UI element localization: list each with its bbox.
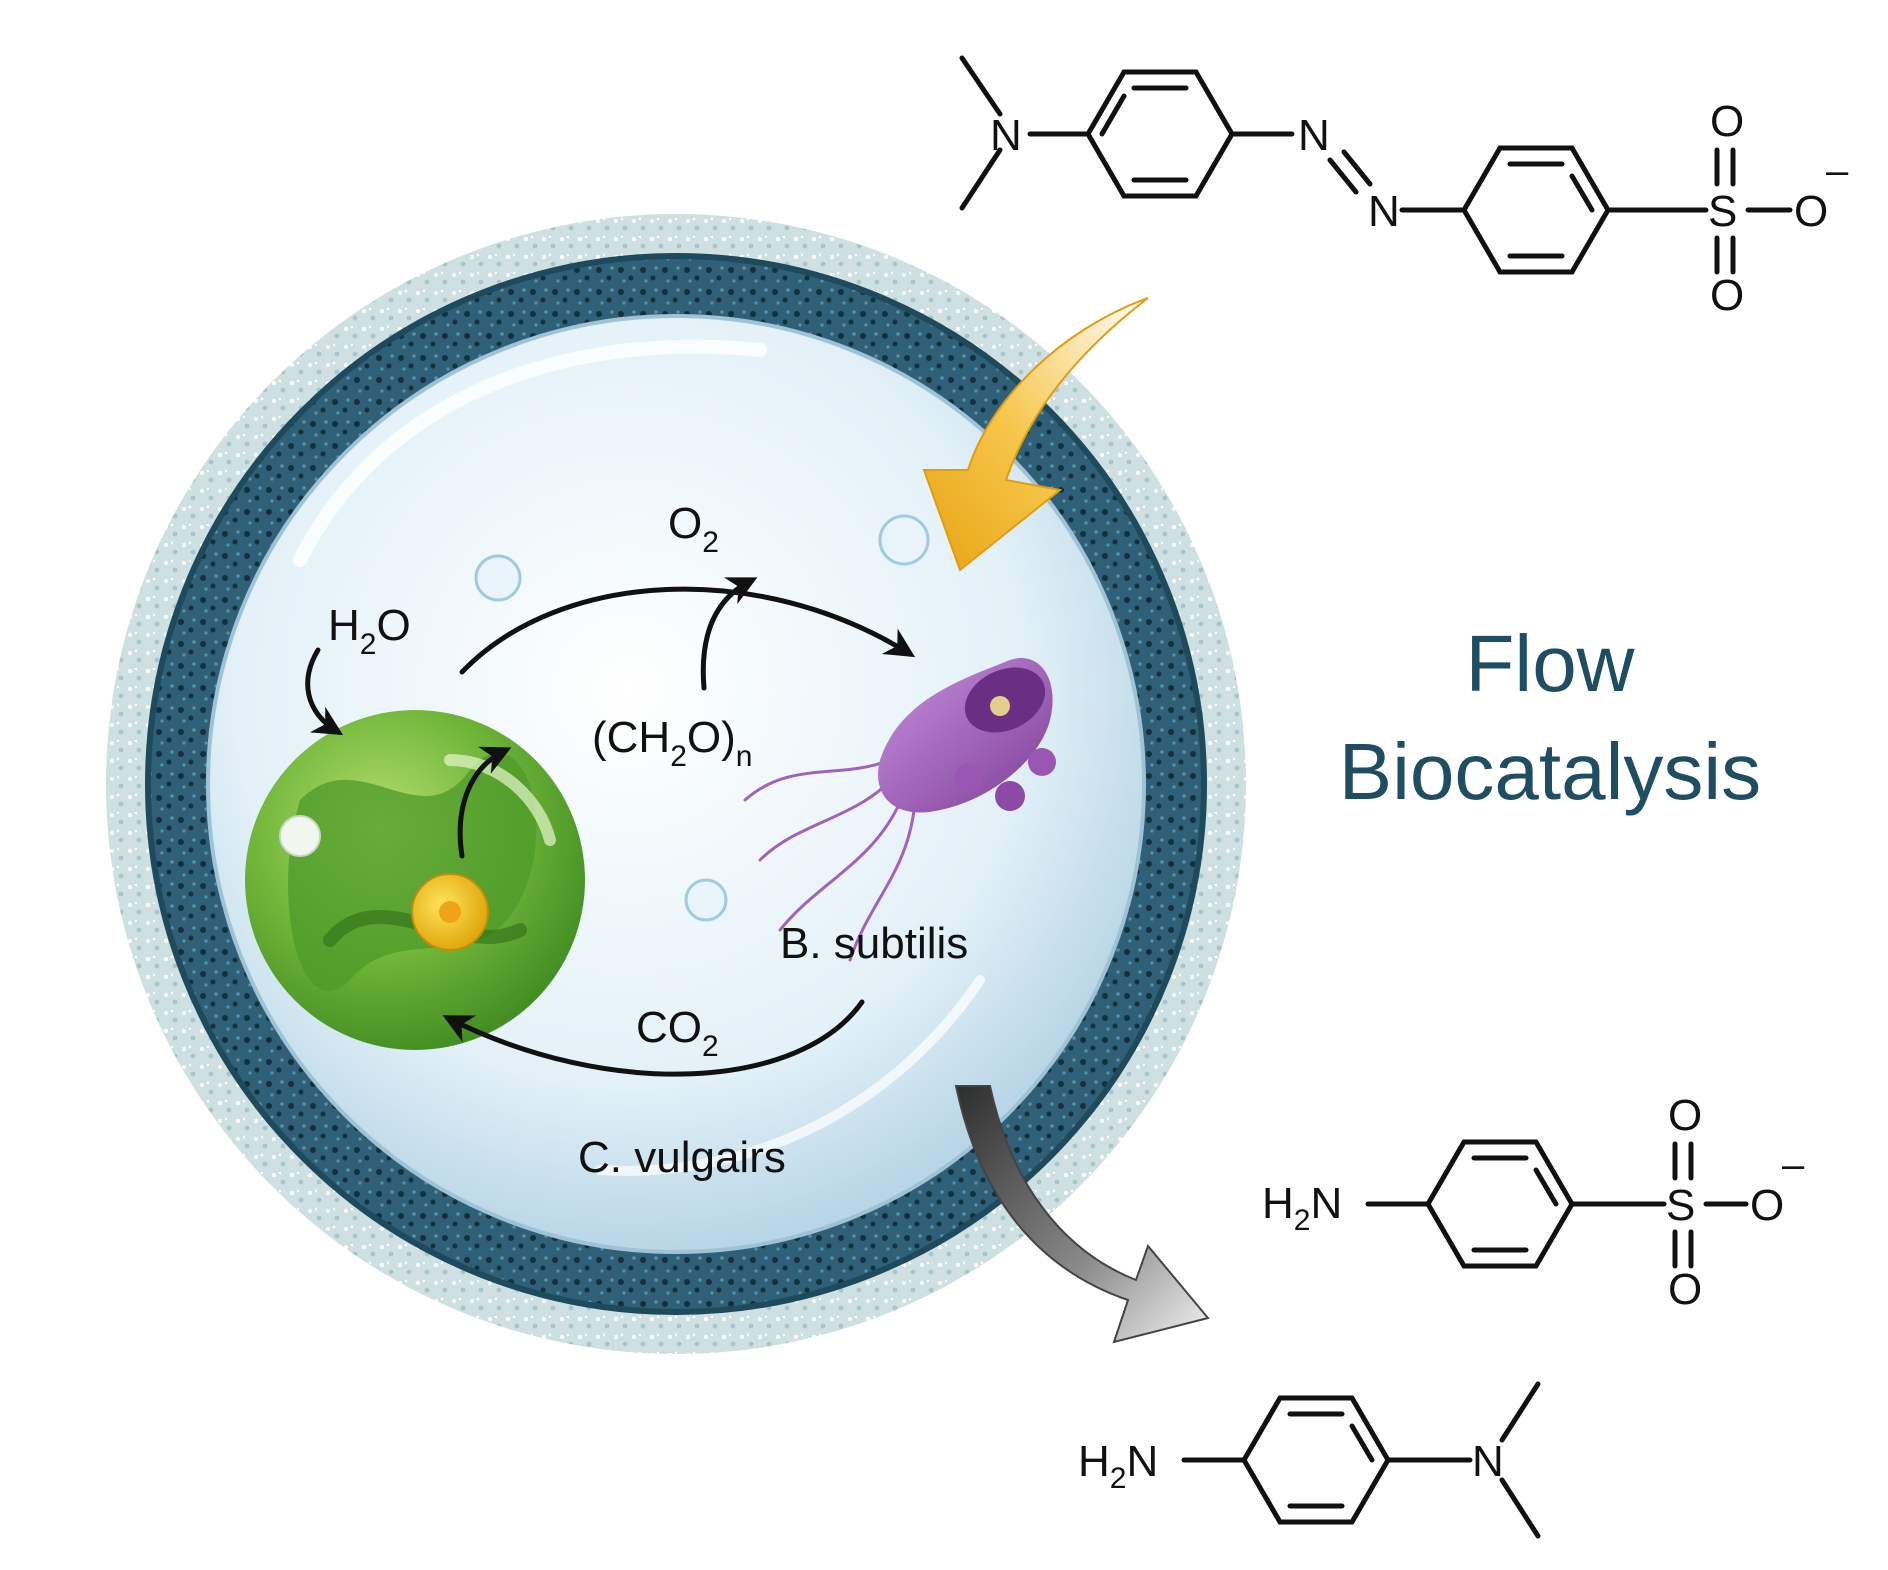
bacterium-granule (990, 696, 1010, 716)
bond (1569, 173, 1595, 213)
atom-o-minus: O (1794, 187, 1828, 236)
bond (959, 55, 1003, 117)
algae-vacuole (279, 815, 321, 857)
algae-cell (245, 710, 585, 1050)
benzene-ring (1461, 145, 1611, 275)
molecule-methyl-orange: N N N S O O O – (959, 55, 1849, 320)
bond (1499, 1477, 1541, 1539)
capsule-shell-edge (145, 253, 1207, 1315)
bond (1499, 1381, 1541, 1443)
bond (1533, 1167, 1559, 1207)
atom-n: N (1472, 1437, 1504, 1486)
molecule-dimethyl-phenylenediamine: H2N N (1078, 1381, 1541, 1539)
inflow-arrow-shape (922, 297, 1149, 572)
cycle-arrows (305, 577, 916, 1077)
air-bubble (684, 878, 728, 922)
title-line-flow: Flow (1465, 619, 1635, 708)
air-bubble (878, 514, 930, 566)
atom-o: O (1668, 1265, 1702, 1314)
label-c-vulgaris: C. vulgairs (578, 1133, 786, 1182)
atom-h2n: H2N (1078, 1437, 1158, 1495)
benzene-ring (1425, 1139, 1575, 1269)
inflow-arrow (922, 297, 1149, 572)
atom-n: N (1298, 111, 1330, 160)
label-h2o: H2O (328, 601, 411, 661)
bond (959, 147, 1003, 211)
bacterium (743, 658, 1056, 962)
title-line-biocatalysis: Biocatalysis (1338, 727, 1762, 816)
bubble-reflection (595, 975, 985, 1176)
bacterium-spore (995, 781, 1025, 811)
atom-h2n: H2N (1262, 1179, 1342, 1237)
atom-n: N (1368, 187, 1400, 236)
air-bubbles (474, 514, 930, 922)
molecule-sulfanilate: H2N S O O O – (1262, 1091, 1805, 1314)
atom-o-minus: O (1750, 1181, 1784, 1230)
outflow-arrow-shape (954, 1085, 1210, 1344)
bacterium-spore (1028, 748, 1056, 776)
label-co2: CO2 (636, 1003, 719, 1063)
atom-o: O (1710, 97, 1744, 146)
arrow-h2o-to-algae (305, 647, 344, 736)
arrow-nucleus-out (457, 746, 512, 859)
atom-o: O (1710, 271, 1744, 320)
algae-highlight (444, 754, 556, 846)
bacterium-spore (954, 764, 982, 792)
bubble-highlight (293, 339, 767, 567)
atom-n: N (990, 111, 1022, 160)
label-ch2o-n: (CH2O)n (592, 713, 752, 773)
charge-minus: – (1826, 149, 1849, 193)
atom-s: S (1708, 187, 1737, 236)
atom-o: O (1668, 1091, 1702, 1140)
label-b-subtilis: B. subtilis (780, 919, 968, 968)
figure-title: Flow Biocatalysis (1290, 610, 1810, 826)
atom-s: S (1666, 1181, 1695, 1230)
bond (1327, 157, 1359, 195)
arrow-ch2o-to-o2 (700, 577, 758, 691)
outflow-arrow (954, 1085, 1210, 1344)
benzene-ring (1085, 69, 1235, 199)
bond (1341, 149, 1373, 187)
arrow-co2-to-algae (442, 999, 865, 1077)
label-o2: O2 (668, 499, 719, 559)
bond (1349, 1423, 1375, 1463)
algae-nucleolus (439, 901, 461, 923)
bond (1099, 93, 1127, 137)
charge-minus: – (1782, 1143, 1805, 1187)
arrow-o2-to-bacterium (459, 586, 916, 675)
benzene-ring (1241, 1395, 1391, 1525)
air-bubble (474, 554, 522, 602)
bacterium-flagella (743, 758, 917, 962)
